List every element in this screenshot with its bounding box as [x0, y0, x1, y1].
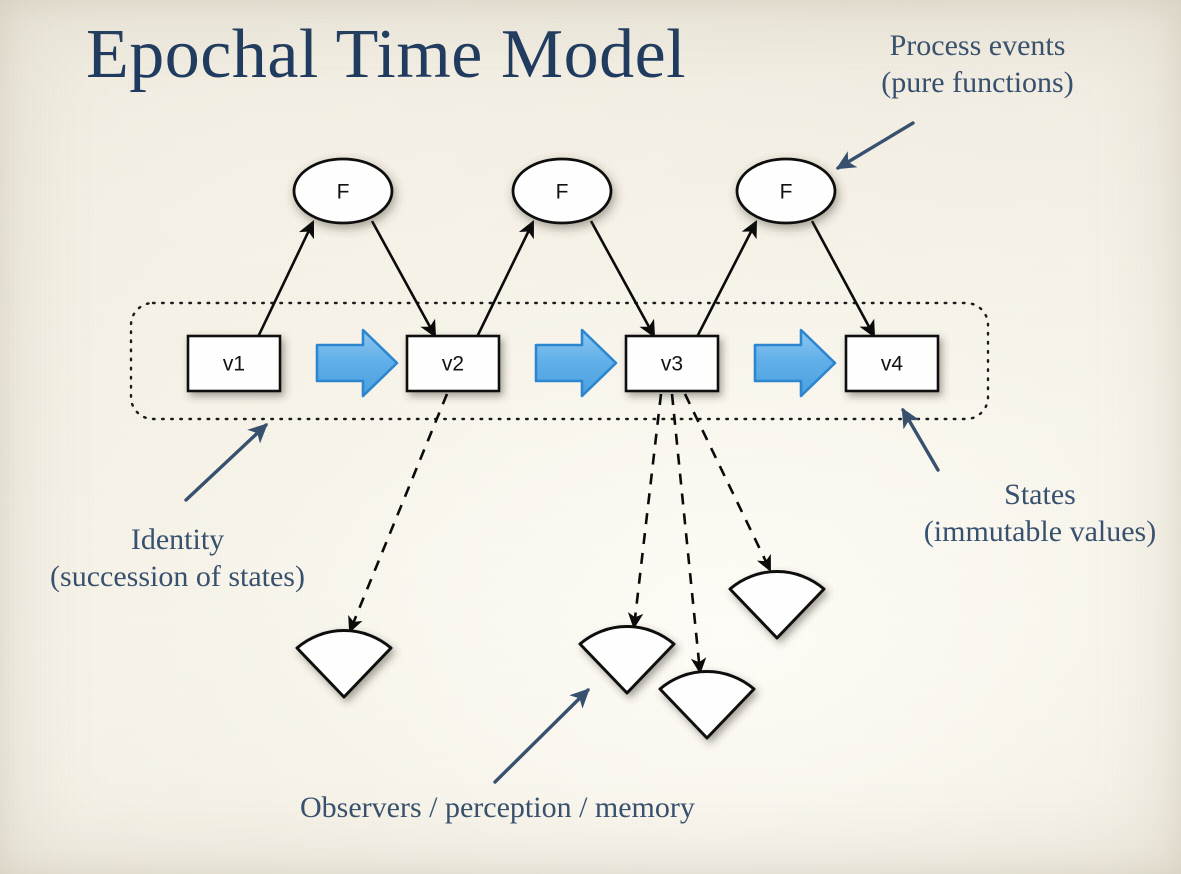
- function-node-label: F: [337, 181, 350, 204]
- annotation-line: Process events: [889, 29, 1066, 62]
- edge-v1-f1: [256, 219, 315, 338]
- value-node-label: v3: [661, 353, 683, 376]
- annotation-arrow-identity: [184, 423, 268, 502]
- observer-nodes: [295, 570, 826, 740]
- process-edges: [256, 219, 876, 339]
- function-node-2[interactable]: F: [511, 157, 613, 225]
- value-node-v4[interactable]: v4: [844, 334, 940, 393]
- annotation-arrows: [184, 121, 940, 784]
- function-node-label: F: [556, 181, 569, 204]
- edge-f1-v2: [370, 220, 437, 338]
- function-node-1[interactable]: F: [292, 157, 394, 225]
- annotation-arrow-observers: [493, 688, 590, 784]
- annotation-line: Identity: [130, 523, 225, 556]
- annotation-line: States: [1004, 478, 1076, 511]
- function-node-label: F: [780, 181, 793, 204]
- right-arrow-icon: [753, 328, 837, 398]
- edge-v2-observer1: [348, 393, 449, 633]
- annotation-line: (immutable values): [923, 514, 1157, 548]
- function-nodes: F F F: [292, 157, 837, 225]
- annotation-states: States (immutable values): [905, 477, 1175, 550]
- value-node-label: v1: [223, 353, 245, 376]
- value-node-v2[interactable]: v2: [405, 334, 501, 393]
- annotation-arrow-process: [835, 121, 915, 170]
- observer-wedge[interactable]: [295, 629, 393, 699]
- observer-wedge[interactable]: [728, 570, 826, 640]
- value-node-v3[interactable]: v3: [624, 334, 720, 393]
- annotation-identity: Identity (succession of states): [5, 522, 350, 595]
- transition-arrows: [315, 328, 837, 398]
- value-node-label: v2: [442, 353, 464, 376]
- value-node-v1[interactable]: v1: [186, 334, 282, 393]
- annotation-process-events: Process events (pure functions): [845, 28, 1110, 101]
- annotation-line: Observers / perception / memory: [300, 791, 695, 824]
- page-title: Epochal Time Model: [86, 16, 687, 93]
- edge-v3-f3: [695, 219, 758, 338]
- annotation-arrow-states: [901, 407, 940, 472]
- edge-f2-v3: [589, 220, 656, 338]
- function-node-3[interactable]: F: [735, 157, 837, 225]
- observer-edges: [348, 393, 772, 675]
- right-arrow-icon: [534, 328, 618, 398]
- edge-v3-observer2: [627, 393, 663, 630]
- edge-f3-v4: [810, 220, 876, 339]
- annotation-line: (pure functions): [881, 65, 1074, 99]
- observer-wedge[interactable]: [578, 625, 676, 695]
- annotation-observers: Observers / perception / memory: [300, 790, 800, 827]
- value-nodes: v1 v2 v3 v4: [186, 334, 940, 393]
- identity-container: [129, 301, 990, 421]
- annotation-line: (succession of states): [50, 559, 305, 593]
- right-arrow-icon: [315, 328, 399, 398]
- edge-v2-f2: [475, 219, 535, 338]
- edge-v3-observer3: [670, 393, 707, 675]
- value-node-label: v4: [881, 353, 904, 376]
- observer-wedge[interactable]: [658, 670, 756, 740]
- edge-v3-observer4: [683, 393, 772, 572]
